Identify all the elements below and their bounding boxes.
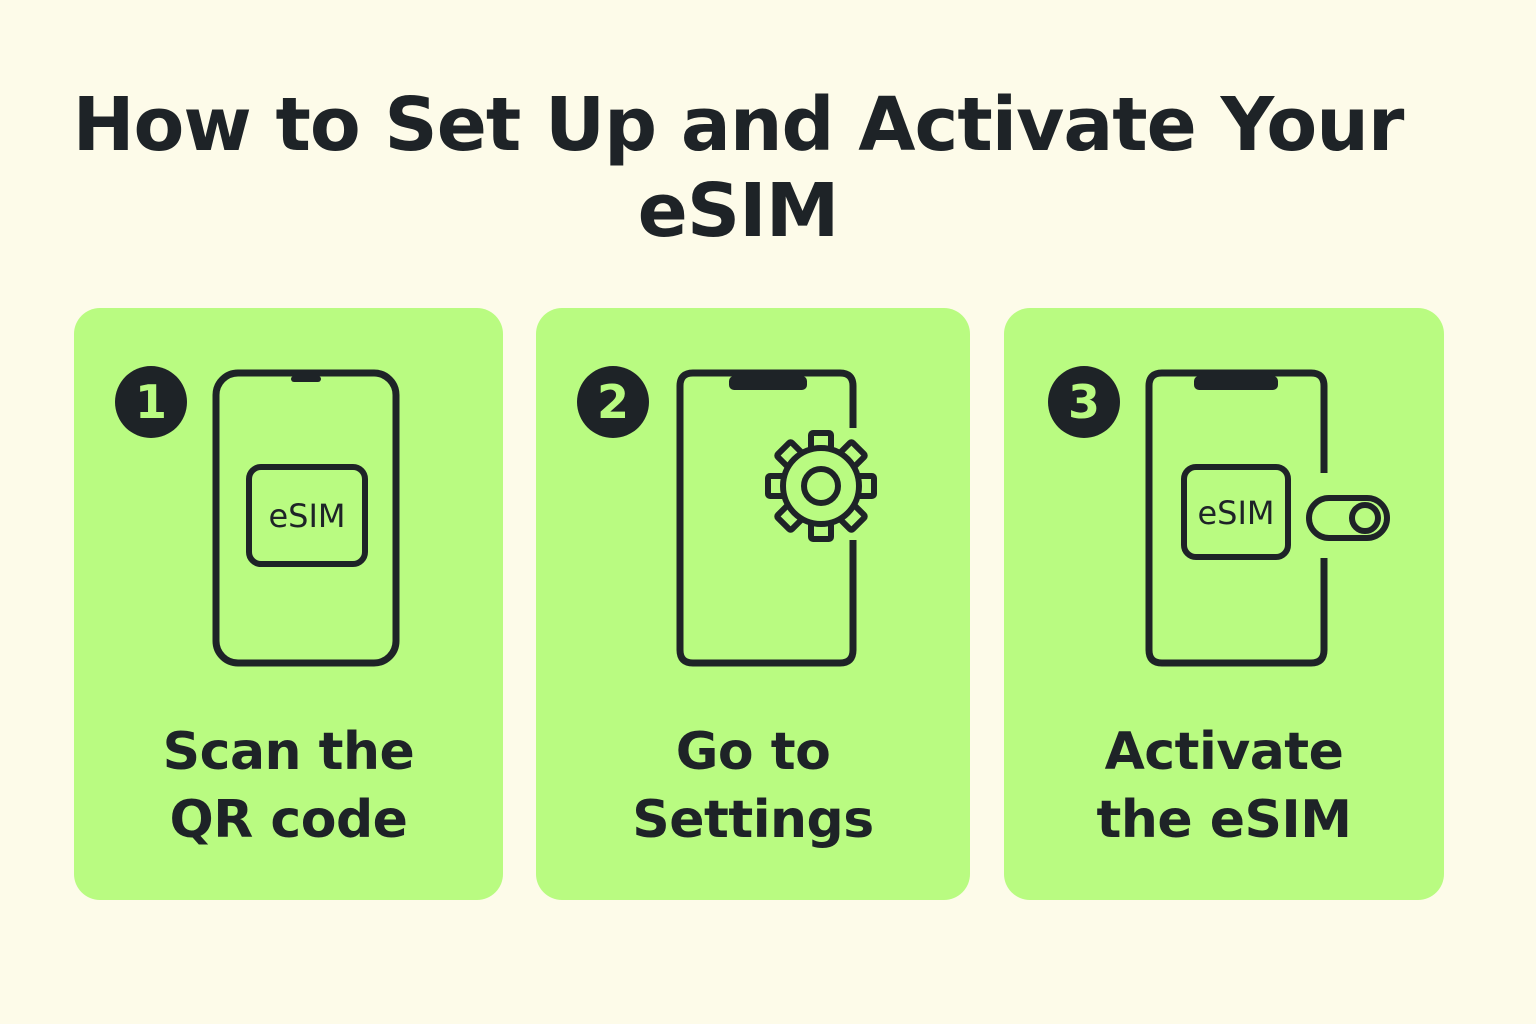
phone-with-esim-icon: eSIM <box>74 308 503 688</box>
step-number-badge: 3 <box>1048 366 1120 438</box>
step-number-badge: 1 <box>115 366 187 438</box>
page-title: How to Set Up and Activate Your eSIM <box>0 82 1476 254</box>
esim-chip-icon <box>1181 464 1291 560</box>
esim-chip-icon <box>246 464 368 567</box>
esim-chip-label: eSIM <box>1197 494 1274 532</box>
phone-outline <box>1145 369 1328 667</box>
step-caption: Activate the eSIM <box>1004 718 1444 854</box>
title-line-2: eSIM <box>637 168 840 254</box>
phone-notch <box>291 376 321 382</box>
phone-notch <box>729 376 807 390</box>
gear-icon <box>765 430 877 542</box>
caption-line-2: QR code <box>169 790 408 850</box>
step-card-3: 3 eSIM Activate the eSIM <box>1004 308 1444 900</box>
step-number-badge: 2 <box>577 366 649 438</box>
phone-notch <box>1194 376 1278 390</box>
step-caption: Go to Settings <box>536 718 970 854</box>
phone-outline <box>676 369 857 667</box>
caption-line-2: Settings <box>632 790 874 850</box>
caption-line-1: Activate <box>1104 722 1344 782</box>
phone-outline <box>212 369 400 667</box>
caption-line-1: Go to <box>675 722 831 782</box>
caption-line-1: Scan the <box>162 722 415 782</box>
caption-line-2: the eSIM <box>1096 790 1352 850</box>
phone-with-esim-toggle-icon: eSIM <box>1004 308 1444 688</box>
toggle-switch-icon <box>1306 495 1390 541</box>
phone-with-gear-icon <box>536 308 970 688</box>
step-card-2: 2 <box>536 308 970 900</box>
esim-chip-label: eSIM <box>268 497 345 535</box>
title-line-1: How to Set Up and Activate Your <box>72 82 1405 168</box>
step-caption: Scan the QR code <box>74 718 503 854</box>
step-card-1: 1 eSIM Scan the QR code <box>74 308 503 900</box>
